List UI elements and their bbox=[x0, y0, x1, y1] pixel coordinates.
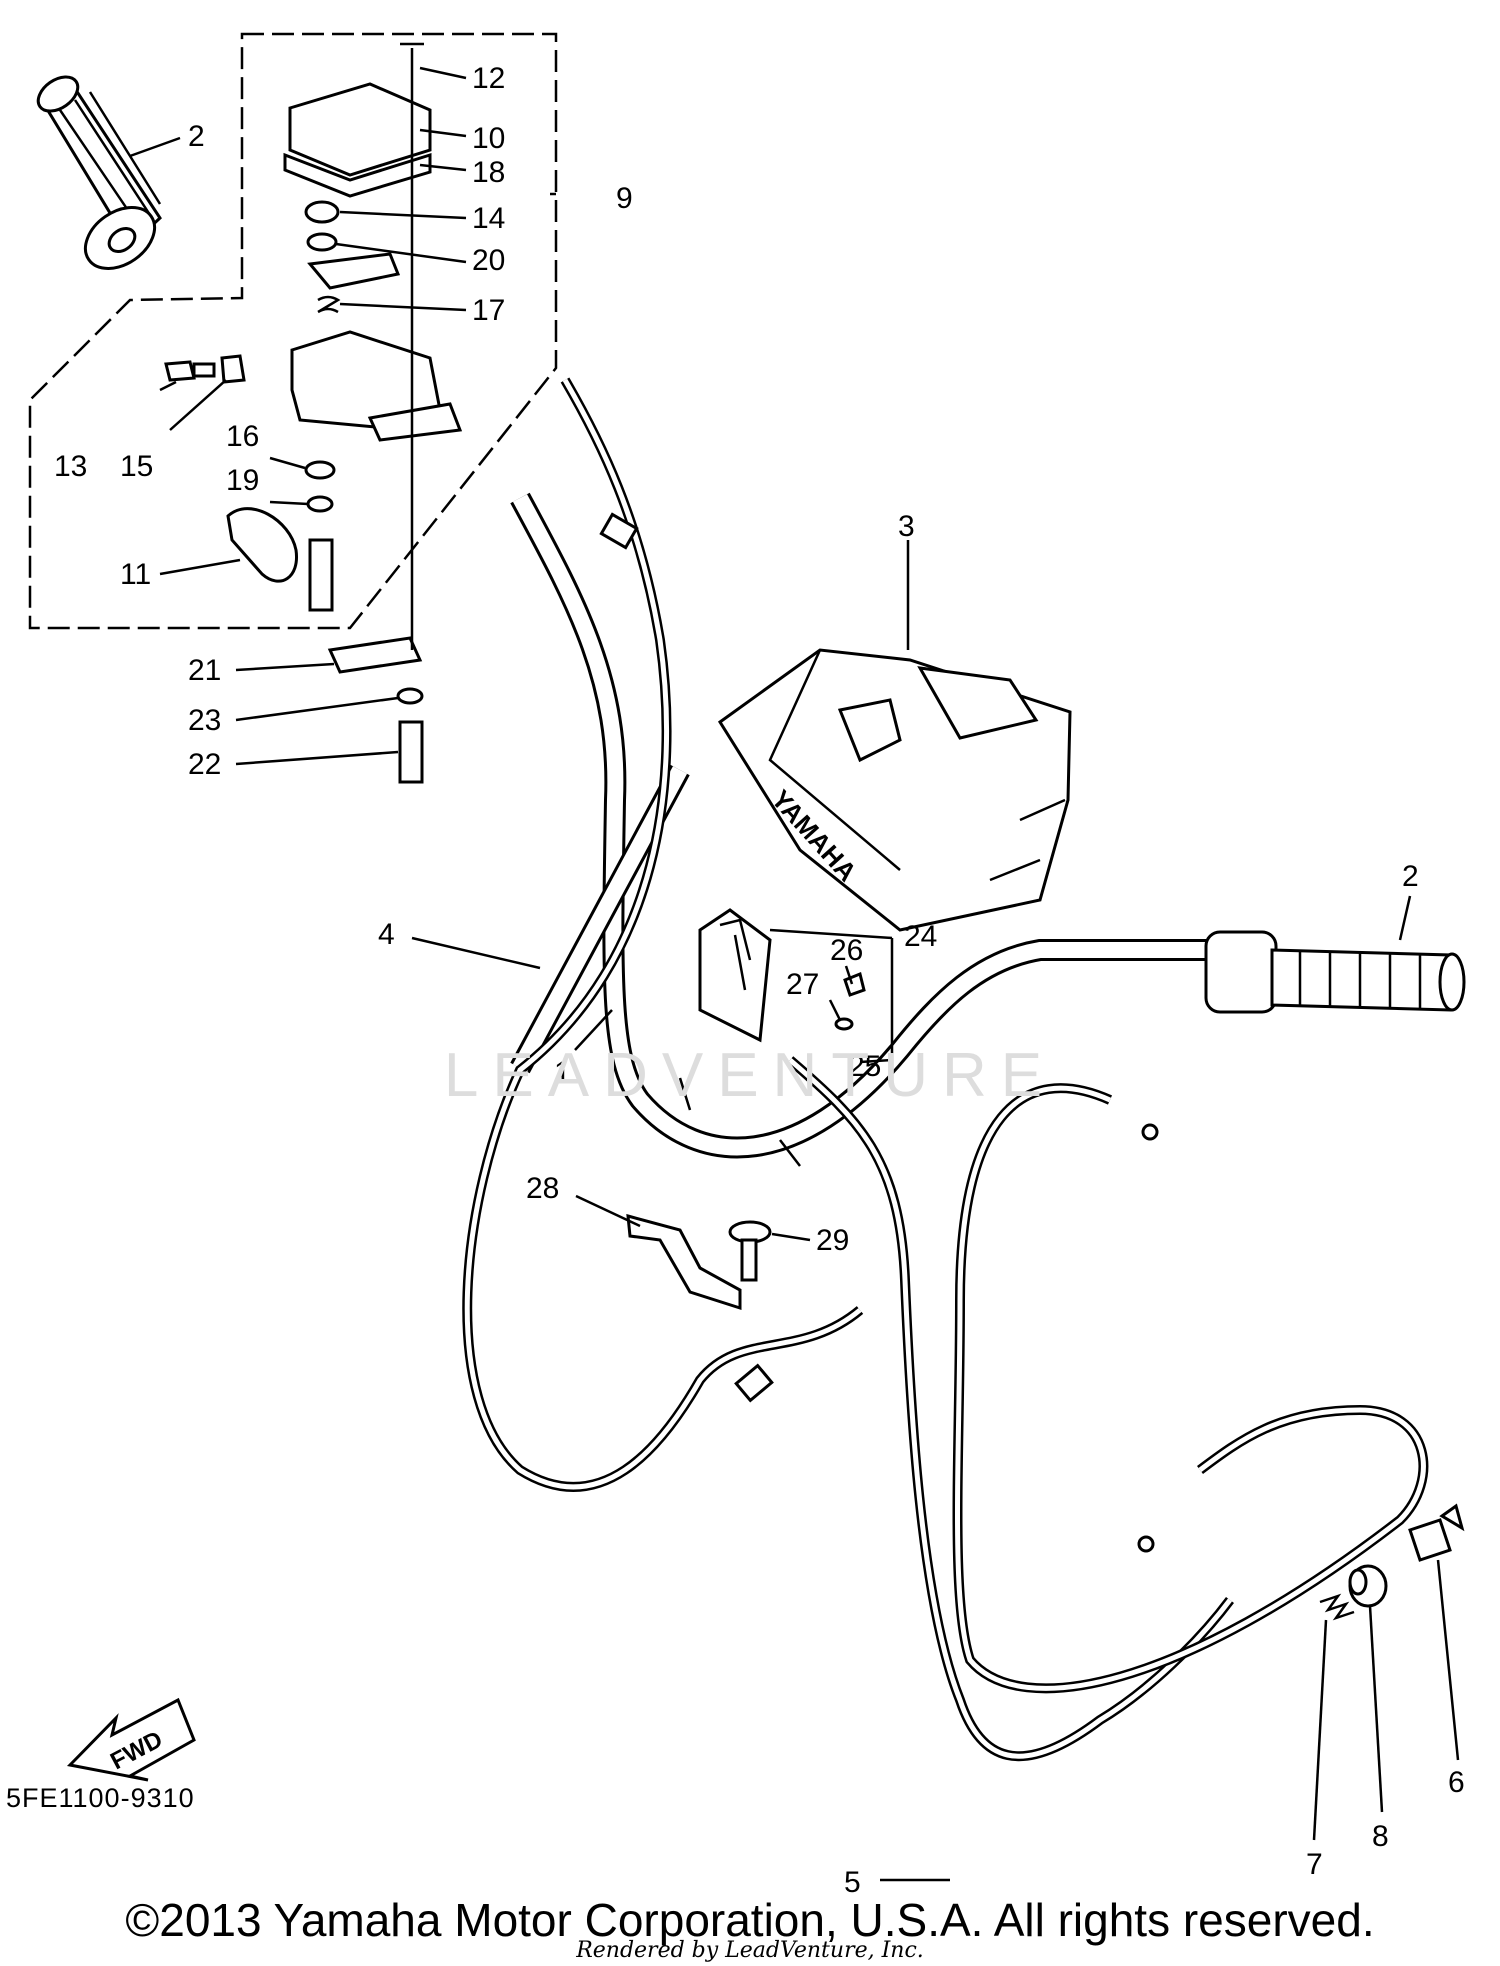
screw-12 bbox=[400, 42, 424, 120]
callout-8: 8 bbox=[1372, 1820, 1389, 1853]
callout-9: 9 bbox=[616, 182, 633, 215]
screw-13-nut-15 bbox=[164, 354, 246, 384]
washer-19 bbox=[306, 495, 334, 513]
callout-2-left: 2 bbox=[188, 120, 205, 153]
rendered-by-credit: Rendered by LeadVenture, Inc. bbox=[576, 1938, 924, 1963]
callout-numbers: 1 2 2 3 4 5 6 7 8 9 10 11 12 13 14 15 16… bbox=[54, 62, 1465, 1899]
callout-7: 7 bbox=[1306, 1848, 1323, 1881]
fwd-arrow: FWD bbox=[66, 1697, 196, 1782]
callout-22: 22 bbox=[188, 748, 221, 781]
washer-16 bbox=[304, 460, 336, 480]
right-grip bbox=[1204, 930, 1466, 1014]
callout-19: 19 bbox=[226, 464, 259, 497]
diagram-code: 5FE1100-9310 bbox=[6, 1783, 195, 1813]
callout-26: 26 bbox=[830, 934, 863, 967]
callout-27: 27 bbox=[786, 968, 819, 1001]
wing-nut-6 bbox=[1408, 1503, 1465, 1562]
throttle-housing bbox=[290, 330, 463, 442]
bracket-28 bbox=[626, 1213, 742, 1311]
callout-2-right: 2 bbox=[1402, 860, 1419, 893]
callout-28: 28 bbox=[526, 1172, 559, 1205]
brake-cable bbox=[786, 1056, 1429, 1762]
callout-10: 10 bbox=[472, 122, 505, 155]
callout-12: 12 bbox=[472, 62, 505, 95]
callout-20: 20 bbox=[472, 244, 505, 277]
throttle-assembly-boundary bbox=[28, 32, 558, 630]
callout-13: 13 bbox=[54, 450, 87, 483]
leader-lines bbox=[129, 66, 1460, 1882]
bolt-22 bbox=[398, 720, 424, 784]
watermark: LEADVENTURE bbox=[443, 1041, 1057, 1110]
callout-23: 23 bbox=[188, 704, 221, 737]
handlebar-cover: YAMAHA bbox=[717, 648, 1072, 932]
callout-29: 29 bbox=[816, 1224, 849, 1257]
throttle-lever bbox=[226, 507, 334, 612]
callout-14: 14 bbox=[472, 202, 505, 235]
callout-21: 21 bbox=[188, 654, 221, 687]
callout-4: 4 bbox=[378, 918, 395, 951]
throttle-cover bbox=[283, 82, 432, 198]
handlebar bbox=[510, 492, 1270, 1167]
callout-16: 16 bbox=[226, 420, 259, 453]
left-grip bbox=[36, 75, 162, 270]
callout-11: 11 bbox=[120, 558, 151, 591]
lever-bracket bbox=[307, 252, 401, 290]
handlebar-pad-4 bbox=[510, 764, 690, 1074]
nut-14 bbox=[304, 200, 340, 224]
clamp-21 bbox=[327, 636, 423, 674]
copyright-notice: ©2013 Yamaha Motor Corporation, U.S.A. A… bbox=[125, 1894, 1375, 1946]
callout-17: 17 bbox=[472, 294, 505, 327]
throttle-cable bbox=[462, 377, 864, 1492]
bolt-29 bbox=[728, 1220, 772, 1282]
washer-20 bbox=[306, 232, 338, 252]
callout-6: 6 bbox=[1448, 1766, 1465, 1799]
callout-15: 15 bbox=[120, 450, 153, 483]
callout-24: 24 bbox=[904, 920, 937, 953]
callout-18: 18 bbox=[472, 156, 505, 189]
cable-guide-24 bbox=[698, 908, 866, 1043]
spring-17 bbox=[317, 295, 341, 314]
washer-23 bbox=[396, 687, 424, 705]
adjuster-8 bbox=[1348, 1564, 1388, 1608]
callout-3: 3 bbox=[898, 510, 915, 543]
callout-25: 25 bbox=[848, 1050, 881, 1083]
callout-5: 5 bbox=[844, 1866, 861, 1899]
spring-7 bbox=[1319, 1593, 1355, 1621]
callout-1: 1 bbox=[554, 1056, 571, 1089]
